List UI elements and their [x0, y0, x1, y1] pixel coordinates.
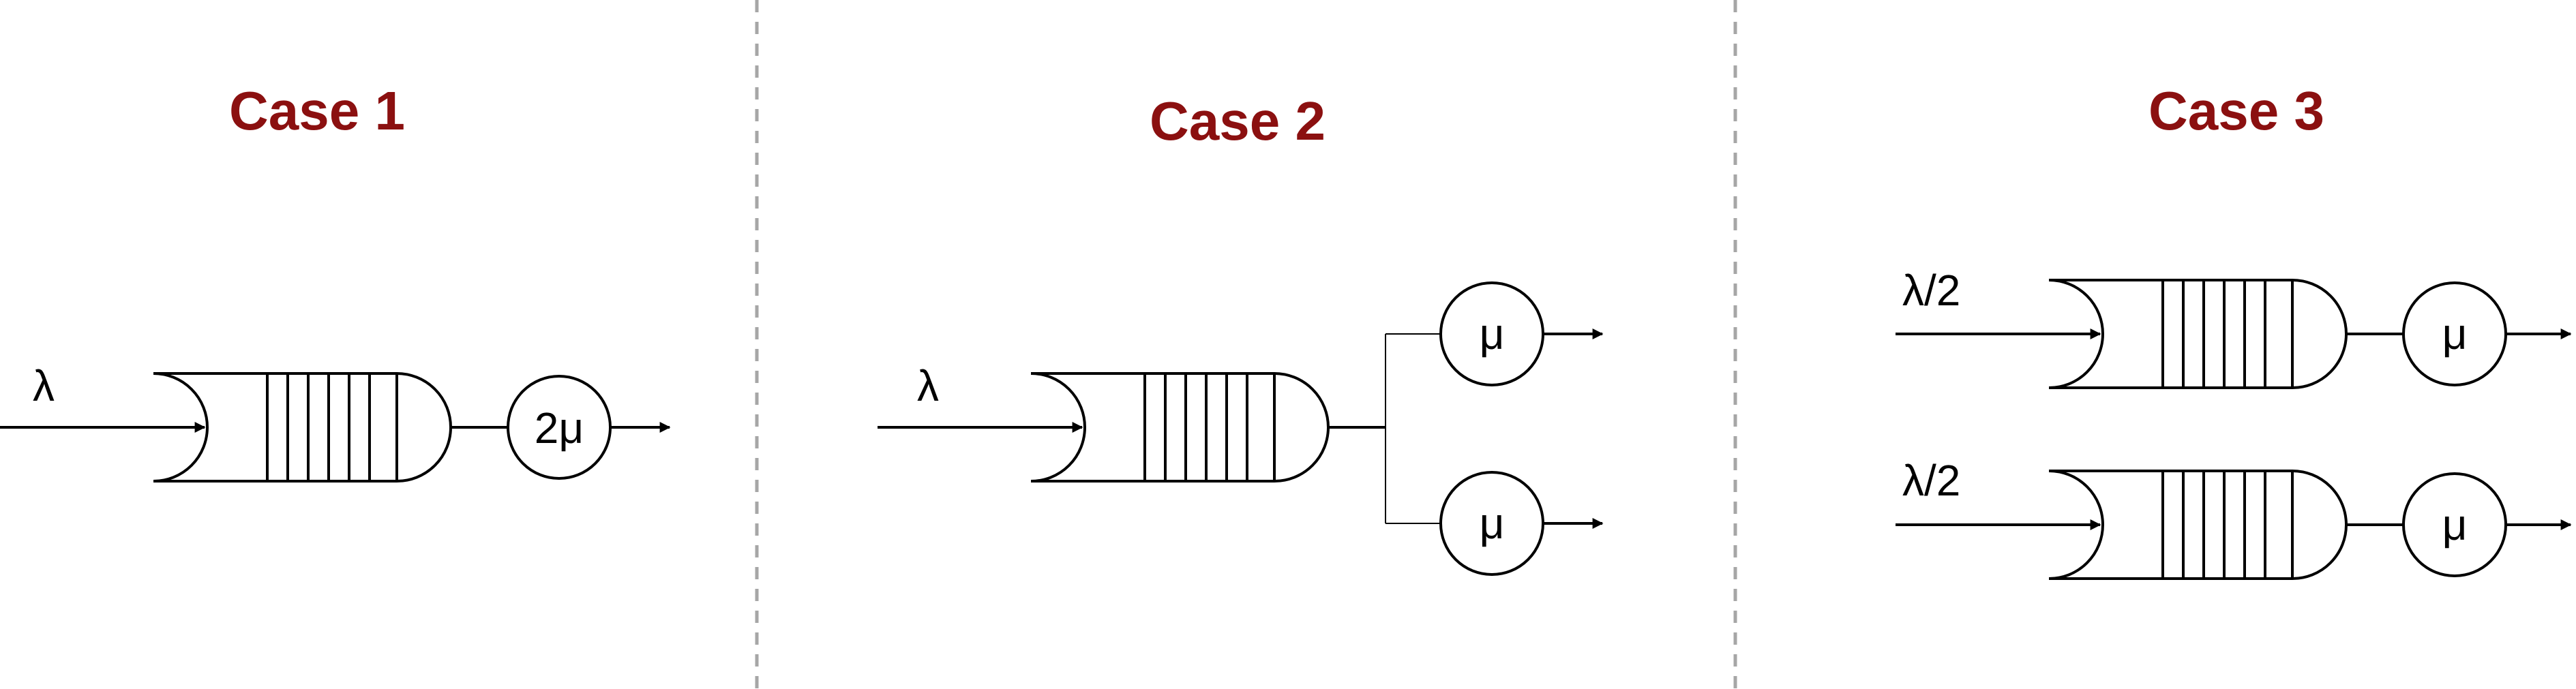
case-1-title: Case 1: [229, 80, 405, 141]
case-1-queue-slots: [266, 373, 398, 481]
case-2-queue-slots: [1143, 373, 1276, 481]
case-3-system-bottom: λ/2 μ: [1896, 456, 2572, 580]
case-1-system: λ 2μ: [0, 361, 671, 483]
case-2-server-bottom-label: μ: [1480, 499, 1505, 548]
case-2-splitter: [1385, 333, 1441, 524]
case-3-arrival-label-bottom: λ/2: [1902, 456, 1960, 505]
case-3-server-top-label: μ: [2442, 309, 2468, 358]
case-1-arrival-label: λ: [33, 361, 55, 410]
case-2-title: Case 2: [1150, 91, 1326, 151]
case-2-arrival-label: λ: [917, 361, 939, 410]
case-3-arrival-label-top: λ/2: [1902, 266, 1960, 315]
case-3-queue-bottom-slots: [2161, 471, 2294, 579]
case-2-server-top-label: μ: [1480, 309, 1505, 358]
case-3-title: Case 3: [2148, 80, 2324, 141]
case-3-queue-top-slots: [2161, 280, 2294, 388]
case-1-server-label: 2μ: [535, 403, 584, 453]
case-2-queue: [1030, 372, 1330, 483]
case-2-system: λ μ μ: [878, 281, 1604, 576]
case-3-queue-bottom: [2048, 470, 2348, 580]
case-3-system-top: λ/2 μ: [1896, 266, 2572, 389]
case-3-server-bottom-label: μ: [2442, 500, 2468, 549]
